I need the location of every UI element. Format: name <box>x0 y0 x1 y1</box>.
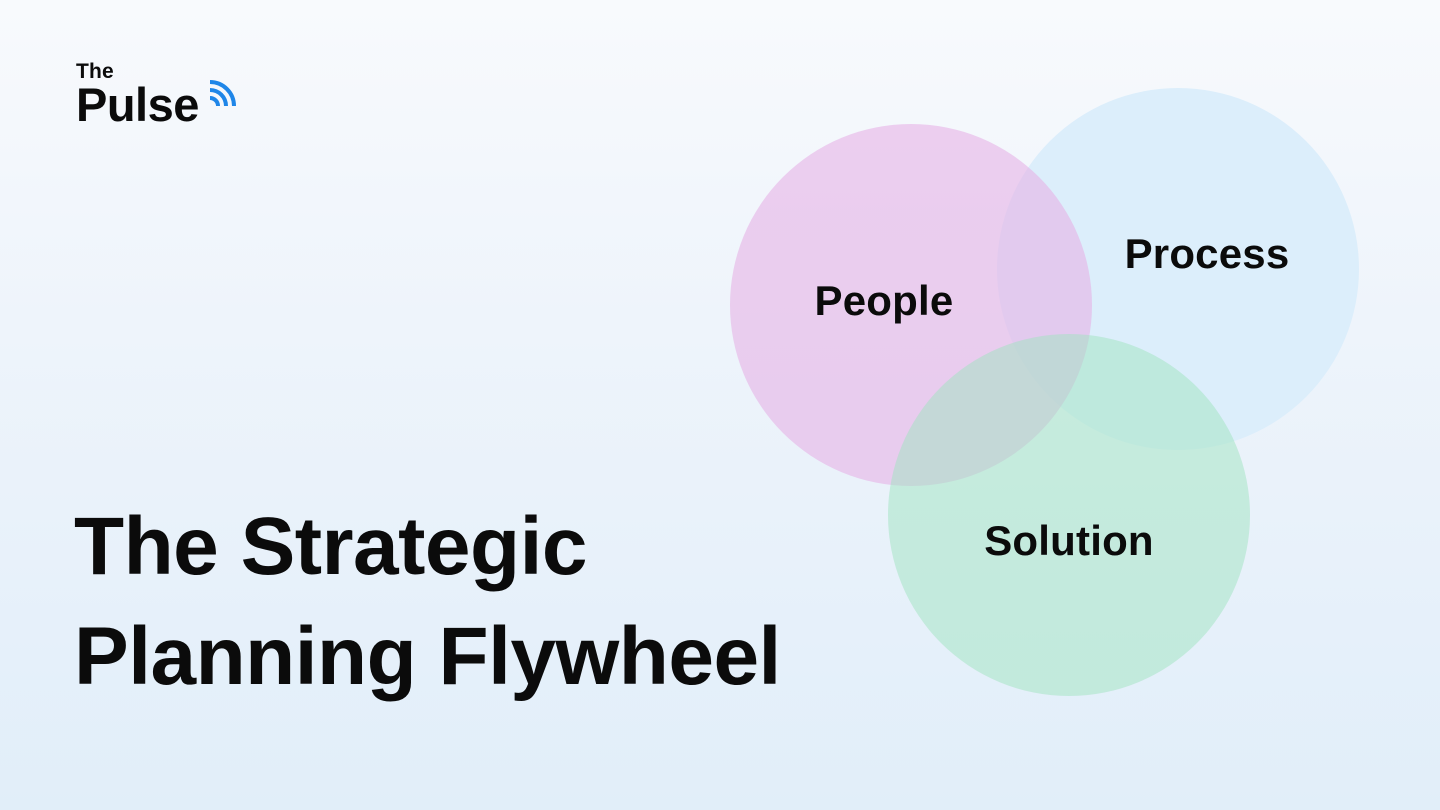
title-line-2: Planning Flywheel <box>74 611 781 702</box>
logo-big-text: Pulse <box>76 78 199 131</box>
venn-circle-solution <box>888 334 1250 696</box>
venn-label-process: Process <box>1124 230 1290 277</box>
venn-label-people: People <box>814 277 954 324</box>
venn-label-solution: Solution <box>984 517 1154 564</box>
signal-waves-icon <box>209 80 236 107</box>
logo-small-text: The <box>76 60 114 83</box>
page-title: The Strategic Planning Flywheel <box>74 492 874 712</box>
brand-logo: The Pulse <box>76 60 256 132</box>
title-line-1: The Strategic <box>74 501 587 592</box>
